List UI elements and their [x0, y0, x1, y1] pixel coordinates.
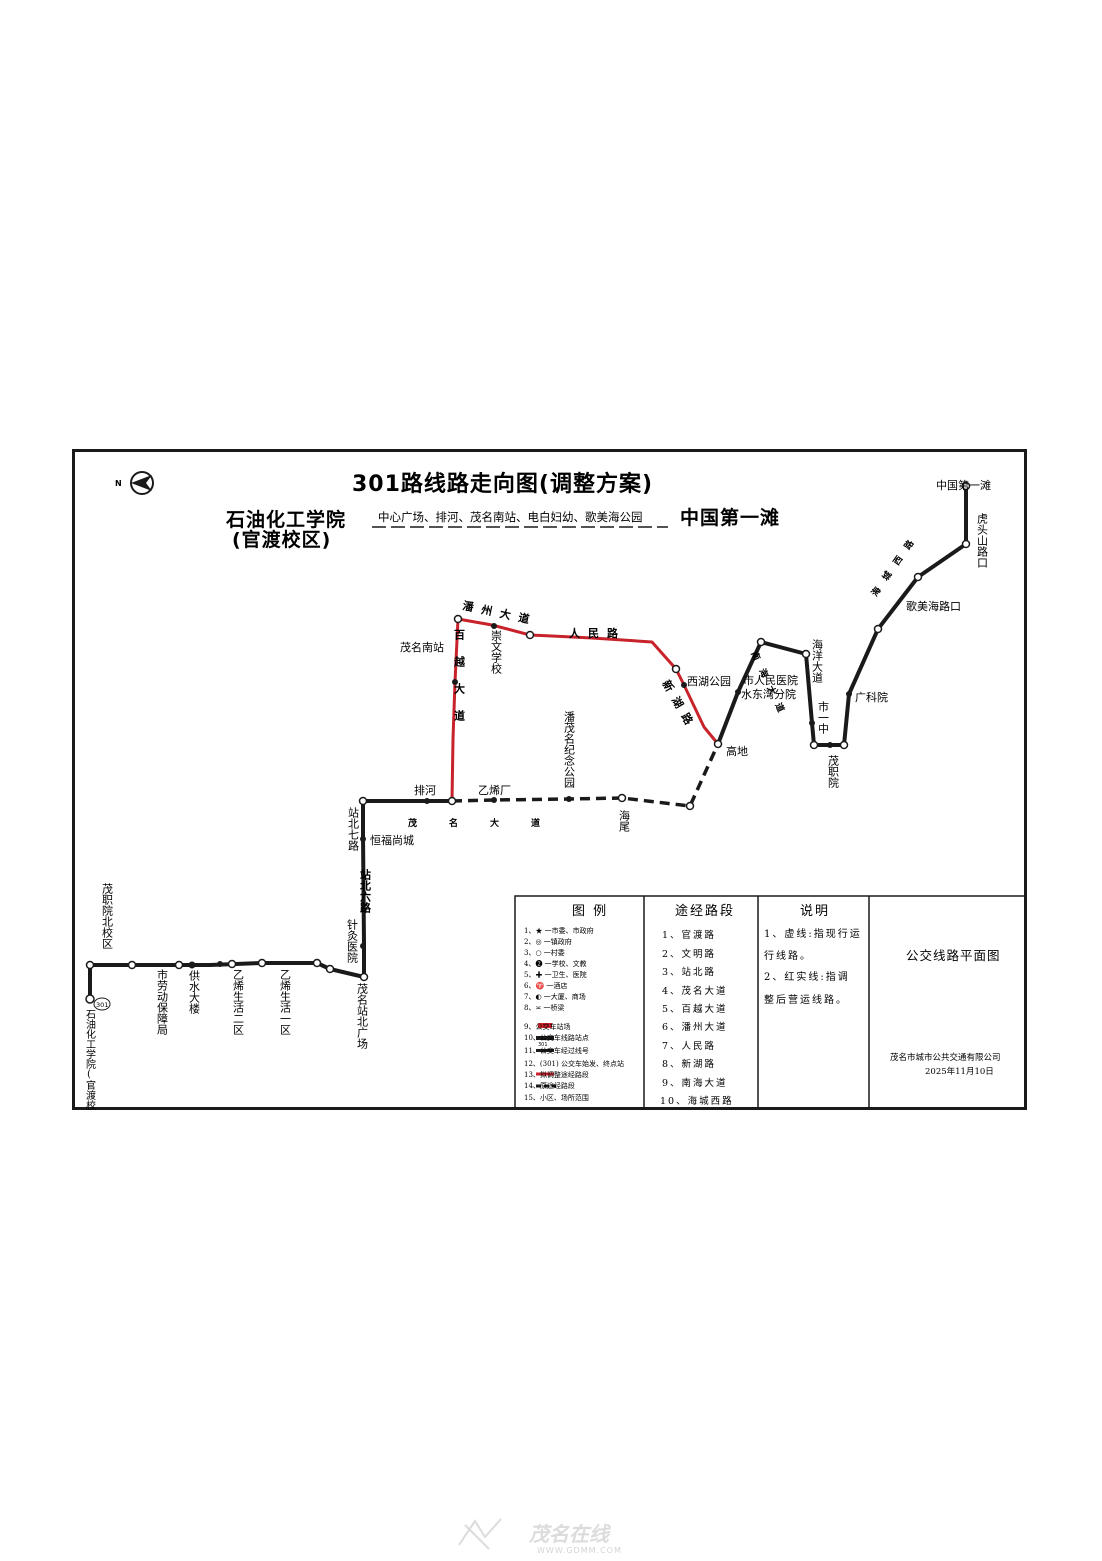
note-line: 1、虚线:指现行运 [764, 927, 862, 940]
route-list-title: 途经路段 [675, 903, 735, 919]
route-item: 10、海城西路 [660, 1095, 734, 1107]
stop-label: 海洋大道 [811, 638, 824, 683]
route-item: 3、站北路 [662, 966, 716, 978]
stop-label: 市人民医院 [743, 673, 798, 687]
route-item: 5、百越大道 [662, 1003, 728, 1015]
stop-label: 水东湾分院 [741, 687, 796, 701]
stop-label: 乙烯生活二区 [232, 969, 245, 1035]
stop-label: 市一中 [817, 700, 830, 734]
legend-item: 9、公交车站场 [524, 1022, 570, 1031]
legend-title: 图 例 [572, 904, 608, 919]
route-item: 1、官渡路 [662, 929, 716, 941]
watermark-url: WWW.GDMM.COM [537, 1546, 622, 1555]
stop-label: 乙烯生活一区 [279, 969, 292, 1035]
stop-label: 茂名南站 [400, 640, 444, 654]
stop-label: 高地 [726, 744, 748, 758]
note-line: 2、红实线:指调 [764, 970, 850, 983]
map-border [72, 449, 1027, 1110]
legend-item: 15、小区、场所范围 [524, 1093, 589, 1102]
stop-label: 茂职院 [827, 754, 840, 788]
note-line: 行线路。 [764, 949, 812, 962]
route-item: 7、人民路 [662, 1040, 716, 1052]
stop-label: 石油化工学院(官渡校区) [84, 1009, 96, 1110]
stop-label: 中国第一滩 [936, 478, 991, 492]
line-pass-icon [536, 1049, 554, 1052]
stop-label: 乙烯厂 [478, 784, 511, 797]
via-stops: 中心广场、排河、茂名南站、电白妇幼、歌美海公园 [378, 510, 643, 524]
terminal-badge-icon: 301 [93, 997, 111, 1011]
stop-label: 市劳动保障局 [156, 968, 169, 1036]
road-label: 茂名大道 [407, 817, 572, 829]
route-item: 8、新湖路 [662, 1058, 716, 1070]
road-label: 人民路 [569, 626, 626, 640]
stop-label: 西湖公园 [687, 675, 731, 688]
legend-item: 4、❷ 一学校、文教 [524, 959, 587, 968]
stop-label: 海尾 [618, 809, 631, 832]
bus-stop-icon [536, 1036, 554, 1040]
stop-label: 排河 [414, 783, 436, 797]
stop-label: 针灸医院 [346, 918, 359, 963]
legend-item: 2、◎ 一镇政府 [524, 937, 572, 946]
legend-panel: 图 例 1、★ 一市委、市政府 2、◎ 一镇政府 3、○ 一村委 4、❷ 一学校… [524, 904, 624, 1102]
info-panel-grid [514, 895, 1026, 1109]
north-label: N [115, 479, 122, 488]
stop-label: 歌美海路口 [906, 599, 961, 613]
plan-info-panel: 公交线路平面图 茂名市城市公共交通有限公司 2025年11月10日 [890, 948, 1001, 1077]
legend-item: 7、◐ 一大厦、商场 [524, 992, 586, 1001]
legend-item: 13、拟调整途经路段 [524, 1070, 589, 1079]
destination-name: 中国第一滩 [680, 506, 780, 529]
route-original-dashed [451, 743, 720, 808]
origin-campus: (官渡校区) [232, 528, 331, 551]
route-list-panel: 途经路段 1、官渡路 2、文明路 3、站北路 4、茂名大道 5、百越大道 6、潘… [660, 903, 735, 1107]
note-line: 整后营运线路。 [764, 993, 848, 1006]
origin-name: 石油化工学院 [225, 508, 346, 531]
route-item: 9、南海大道 [662, 1077, 728, 1089]
stop-markers [85, 481, 971, 1004]
stop-label: 广科院 [855, 690, 888, 704]
stop-label: 站北七路 [347, 806, 360, 852]
notes-title: 说明 [800, 904, 830, 919]
legend-item: 10、公交车线路站点 [524, 1033, 589, 1042]
notes-panel: 说明 1、虚线:指现行运 行线路。 2、红实线:指调 整后营运线路。 [764, 904, 862, 1006]
stop-label: 恒福尚城 [370, 833, 414, 847]
map-title: 301路线路走向图(调整方案) [352, 471, 653, 497]
stop-label: 茂名站北广场 [356, 982, 369, 1050]
issue-date: 2025年11月10日 [925, 1066, 994, 1077]
legend-item: 3、○ 一村委 [524, 948, 565, 957]
road-label: 百越大道 [453, 629, 467, 737]
svg-text:301: 301 [96, 1001, 108, 1009]
road-label: 站北六路 [359, 868, 372, 914]
company-name: 茂名市城市公共交通有限公司 [890, 1052, 1001, 1063]
legend-item: 14、原途经路段 [524, 1081, 575, 1090]
legend-item: 12、(301) 公交车始发、终点站 [524, 1059, 624, 1068]
bus-station-icon [538, 1023, 552, 1028]
stop-label: 崇文学校 [490, 630, 503, 675]
route-map: N 301路线路走向图(调整方案) 石油化工学院 (官渡校区) 中心广场、排河、… [72, 449, 1027, 1110]
route-number-small: 301 [538, 1042, 548, 1048]
north-arrow-icon: N [115, 471, 154, 495]
plan-title: 公交线路平面图 [906, 948, 1001, 963]
watermark-brand: 茂名在线 [528, 1522, 612, 1546]
stop-label: 虎头山路口 [976, 513, 989, 568]
watermark: 茂名在线 WWW.GDMM.COM [455, 1515, 655, 1557]
route-item: 2、文明路 [662, 948, 716, 960]
legend-item: 1、★ 一市委、市政府 [524, 926, 594, 935]
legend-item: 8、≍ 一桥梁 [524, 1003, 565, 1012]
legend-item: 11、公交车经过线号 [524, 1046, 589, 1055]
legend-item: 5、✚ 一卫生、医院 [524, 970, 587, 979]
legend-item: 6、♈ 一酒店 [524, 981, 567, 990]
stop-label: 供水大楼 [188, 969, 201, 1015]
stop-label: 茂职院北校区 [101, 882, 114, 949]
route-item: 6、潘州大道 [662, 1021, 728, 1033]
watermark-logo-icon [458, 1518, 502, 1550]
stop-label: 潘茂名纪念公园 [563, 711, 576, 789]
route-item: 4、茂名大道 [662, 985, 728, 997]
